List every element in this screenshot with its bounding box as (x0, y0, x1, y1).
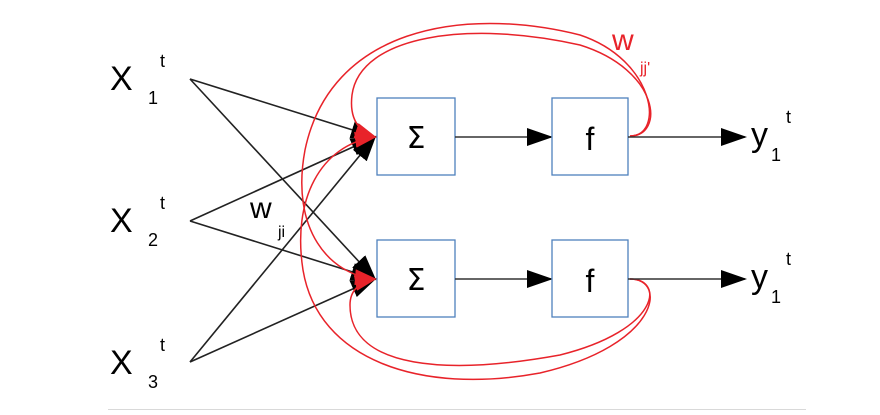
output-label-1: y 1 t (751, 107, 791, 165)
input-label-3-sub: 3 (148, 372, 158, 392)
input-weight-base: w (249, 192, 272, 225)
input-label-1-sup: t (160, 51, 165, 71)
edge-x2-n1 (189, 136, 377, 222)
output-label-1-base: y (751, 116, 768, 154)
input-connections (189, 78, 377, 363)
input-label-2: X 2 t (110, 193, 165, 250)
input-weight-sub: ji (277, 224, 285, 241)
input-label-2-sup: t (160, 193, 165, 213)
bottom-divider (108, 409, 806, 410)
sum-symbol-2: Σ (407, 263, 426, 298)
input-label-3-base: X (110, 344, 133, 382)
sum-box-2 (376, 239, 456, 318)
activation-box-1 (551, 97, 629, 176)
input-label-3-sup: t (160, 335, 165, 355)
recurrent-weight-base: w (611, 24, 634, 57)
neuron-1: Σ f (376, 97, 629, 176)
output-label-2-sup: t (786, 249, 791, 269)
recurrent-connections (299, 22, 652, 381)
edge-x3-n1 (189, 135, 377, 363)
input-label-1: X 1 t (110, 51, 165, 108)
output-label-1-sub: 1 (771, 145, 781, 165)
input-label-1-sub: 1 (148, 88, 158, 108)
input-label-2-base: X (110, 202, 133, 240)
activation-box-2 (551, 239, 629, 318)
output-label-1-sup: t (786, 107, 791, 127)
input-weight-label: w ji (249, 192, 285, 241)
edge-x1-n1 (189, 78, 377, 139)
input-label-1-base: X (110, 60, 133, 98)
recurrent-edge-n2-n1 (299, 131, 651, 381)
recurrent-weight-label: w jj' (611, 24, 650, 77)
input-label-3: X 3 t (110, 335, 165, 392)
recurrent-edge-n2-n2 (349, 275, 651, 367)
sum-symbol-1: Σ (407, 121, 426, 156)
edge-x3-n2 (189, 278, 377, 363)
activation-symbol-1: f (586, 121, 595, 157)
recurrent-weight-sub: jj' (639, 60, 650, 77)
input-label-2-sub: 2 (148, 230, 158, 250)
recurrent-edge-n1-n2 (301, 22, 651, 286)
output-label-2-sub: 1 (771, 287, 781, 307)
output-label-2-base: y (751, 258, 768, 296)
activation-symbol-2: f (586, 263, 595, 299)
neuron-2: Σ f (376, 239, 629, 318)
output-label-2: y 1 t (751, 249, 791, 307)
sum-box-1 (376, 97, 456, 176)
